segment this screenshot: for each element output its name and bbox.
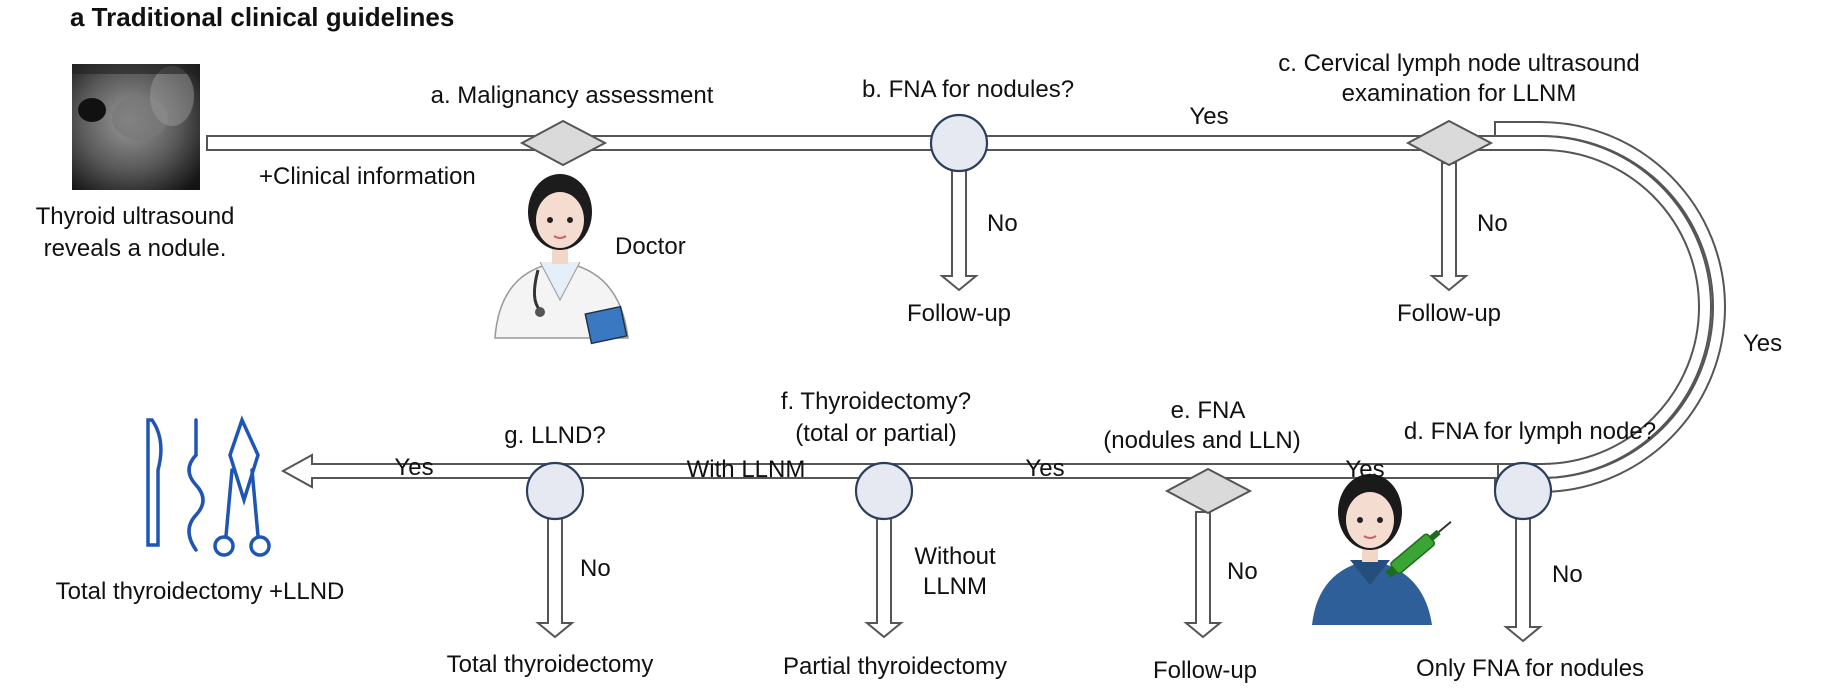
decision-e-fna [1164,467,1253,515]
surgical-tools-icon [146,415,271,557]
arrow-c-no [1429,162,1469,292]
start-caption-line2: reveals a nodule. [44,235,227,262]
edge-d-to-e-label: Yes [1345,456,1384,483]
doctor-illustration [494,174,629,345]
doctor-label: Doctor [615,233,686,260]
outcome-g-label: Total thyroidectomy [447,651,654,678]
node-d-fna-lymph [1493,461,1553,521]
outcome-c-label: Follow-up [1397,300,1501,327]
arrow-b-no [939,169,979,292]
arrow-g-no [535,516,575,639]
decision-a-malignancy [519,119,608,167]
step-g-label: g. LLND? [504,422,605,449]
node-f-thyroidectomy [854,461,914,521]
u-turn-outer [1495,135,1714,479]
step-c-label-line1: c. Cervical lymph node ultrasound [1278,50,1640,77]
node-g-llnd [525,461,585,521]
edge-f-without-line2: LLNM [923,573,987,600]
step-b-label: b. FNA for nodules? [862,76,1074,103]
edge-f-to-g-label: With LLNM [687,456,806,483]
start-caption-line1: Thyroid ultrasound [36,203,235,230]
edge-c-no-label: No [1477,210,1508,237]
outcome-b-label: Follow-up [907,300,1011,327]
step-c-label-line2: examination for LLNM [1342,80,1577,107]
step-e-label-line1: e. FNA [1171,397,1246,424]
edge-d-no-label: No [1552,561,1583,588]
outcome-final-label: Total thyroidectomy +LLND [56,578,345,605]
thyroid-ultrasound-image [72,64,200,190]
step-d-label: d. FNA for lymph node? [1404,418,1656,445]
clinical-info-label: +Clinical information [259,163,476,190]
node-b-fna-nodules [929,113,989,173]
decision-c-lymph-ultrasound [1405,119,1494,167]
arrow-d-no [1503,516,1543,643]
outcome-e-label: Follow-up [1153,657,1257,684]
edge-f-without-line1: Without [914,543,996,570]
step-f-label-line1: f. Thyroidectomy? [781,388,971,415]
outcome-d-label: Only FNA for nodules [1416,655,1644,682]
arrow-f-no [864,516,904,639]
edge-e-no-label: No [1227,558,1258,585]
step-a-label: a. Malignancy assessment [431,82,714,109]
outcome-f-label: Partial thyroidectomy [783,653,1007,680]
edge-b-no-label: No [987,210,1018,237]
nurse-with-syringe-illustration [1312,474,1452,625]
edge-c-to-d-label: Yes [1743,330,1782,357]
edge-g-no-label: No [580,555,611,582]
step-e-label-line2: (nodules and LLN) [1103,427,1300,454]
final-arrowhead [280,453,313,489]
step-f-label-line2: (total or partial) [795,420,956,447]
figure-title: a Traditional clinical guidelines [70,2,454,32]
top-flow-pipe [206,135,1498,151]
u-turn-inner [1495,149,1700,465]
edge-b-to-c-label: Yes [1189,103,1228,130]
edge-e-to-f-label: Yes [1025,455,1064,482]
arrow-e-no [1183,511,1223,639]
edge-g-to-end-label: Yes [394,454,433,481]
